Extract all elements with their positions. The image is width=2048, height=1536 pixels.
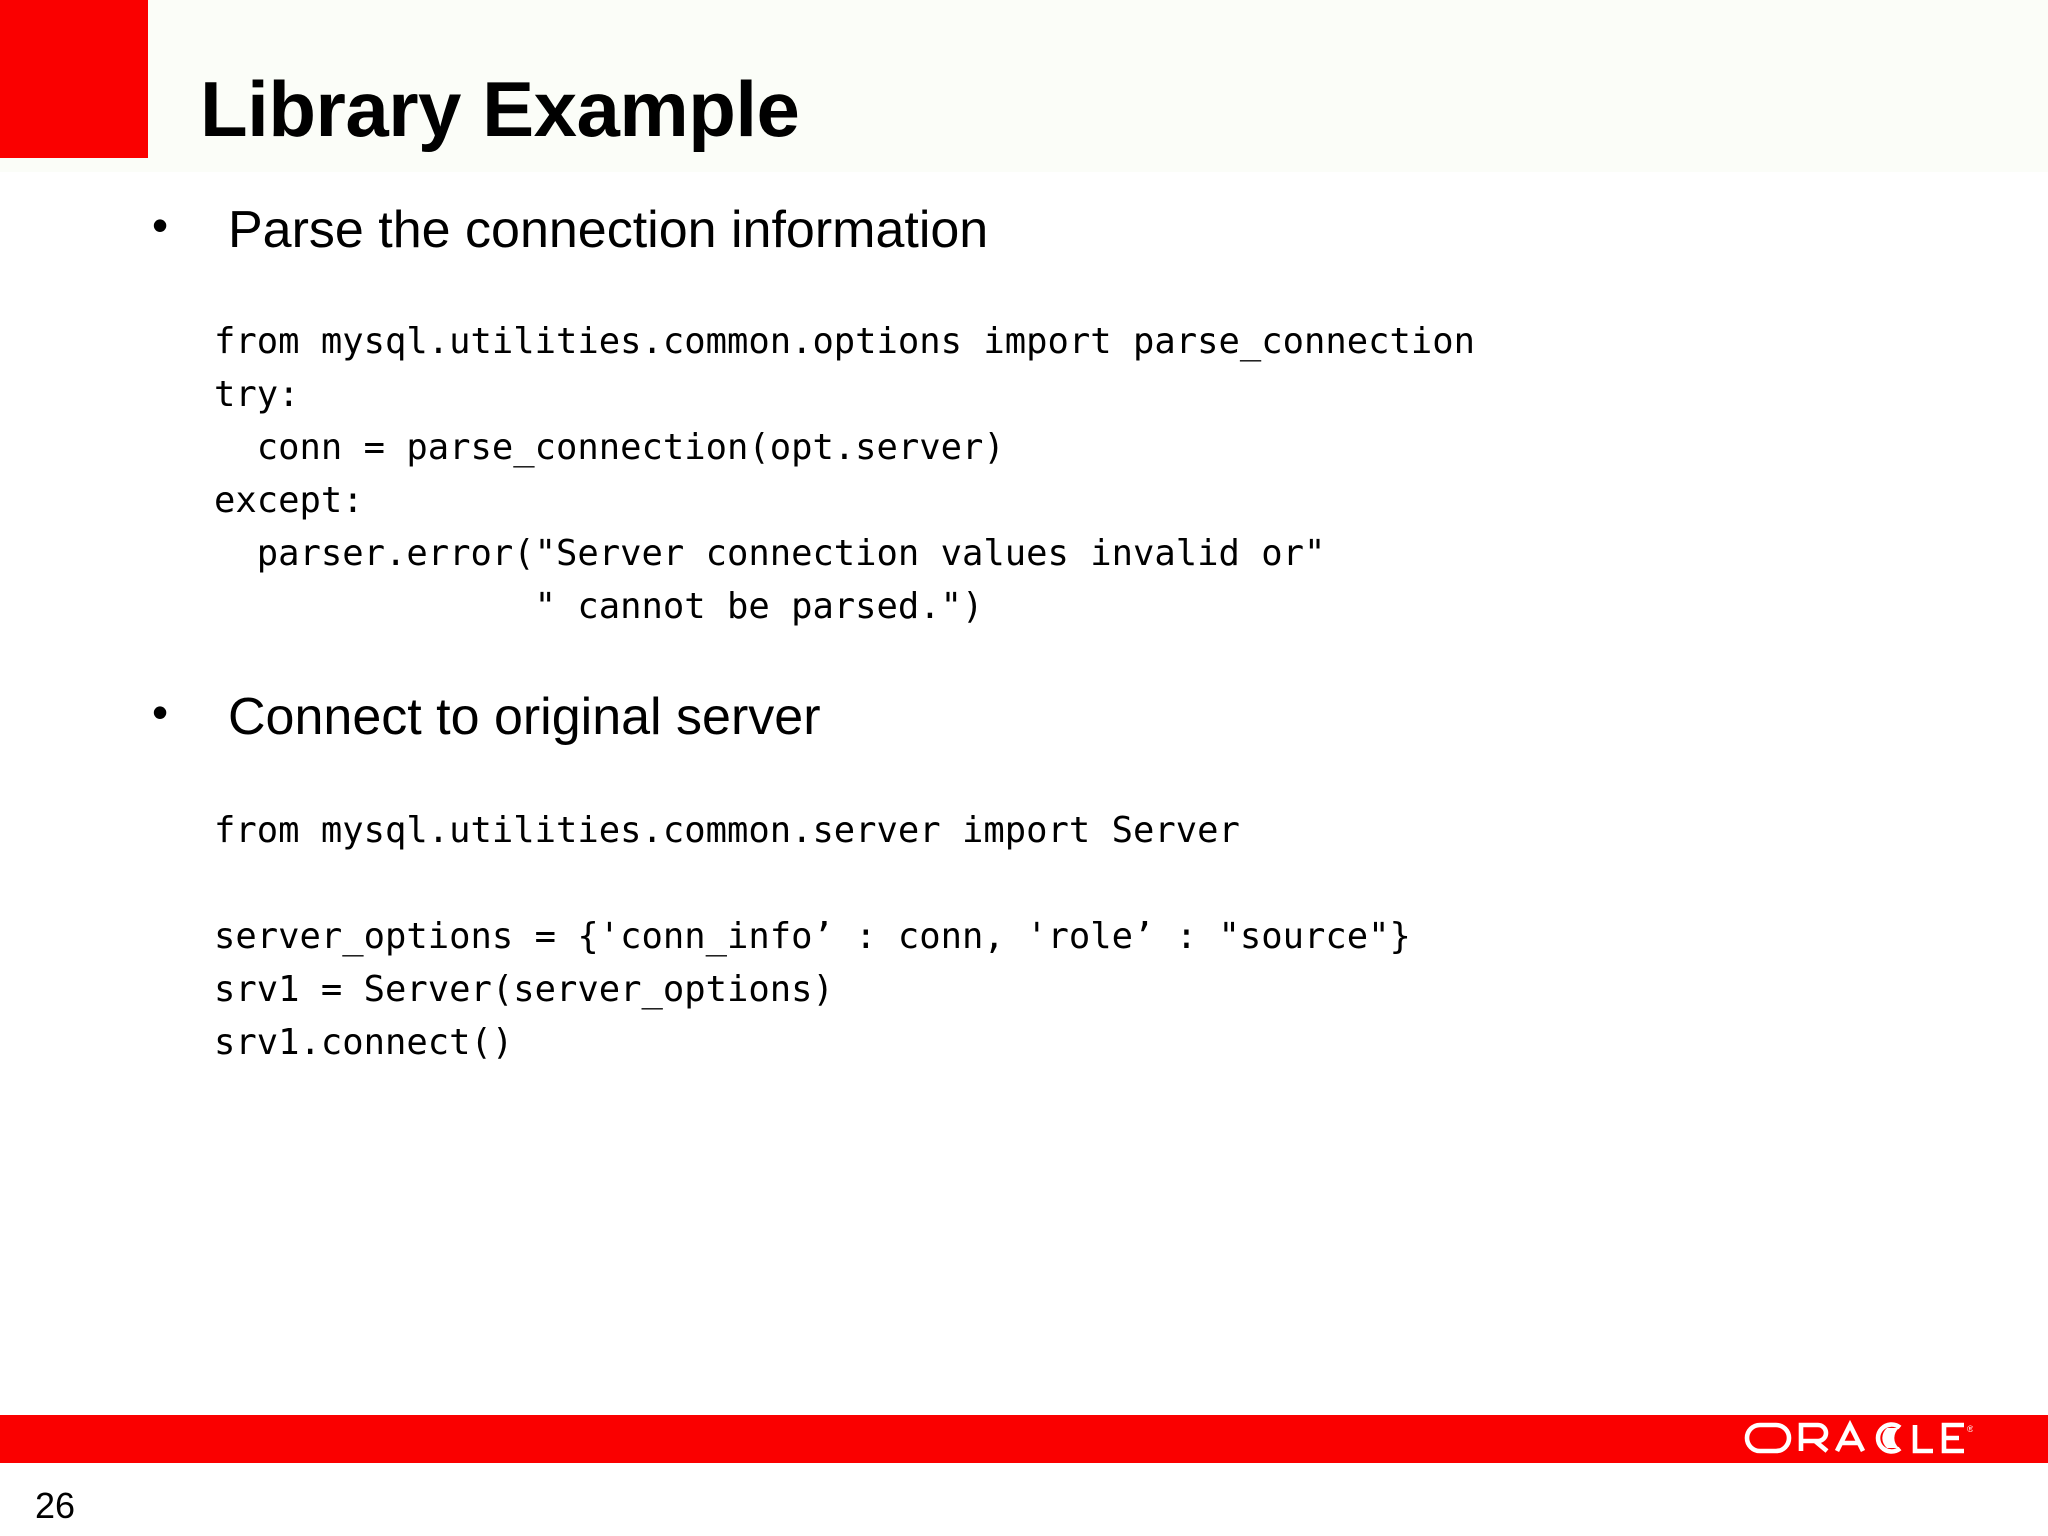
slide-content: • Parse the connection information from … [0, 186, 2048, 1069]
brand-accent-square [0, 0, 148, 158]
code-block-parse-connection: from mysql.utilities.common.options impo… [214, 321, 1475, 628]
footer-bar [0, 1415, 2048, 1463]
page-number: 26 [35, 1485, 76, 1526]
header-band [0, 0, 2048, 172]
code-block-connect-server: from mysql.utilities.common.server impor… [214, 810, 1411, 1064]
bullet-item-parse-connection: • Parse the connection information [0, 199, 2048, 259]
oracle-wordmark-icon: ® [1744, 1419, 1973, 1454]
bullet-label-connect-server: Connect to original server [228, 688, 821, 747]
bullet-dot-icon: • [152, 686, 169, 739]
bullet-dot-icon: • [152, 199, 169, 251]
registered-mark: ® [1967, 1424, 1973, 1434]
page-title: Library Example [200, 65, 800, 153]
bullet-item-connect-server: • Connect to original server [0, 686, 2048, 747]
bullet-label-parse-connection: Parse the connection information [228, 201, 989, 259]
oracle-logo: ® [1743, 1418, 1973, 1458]
